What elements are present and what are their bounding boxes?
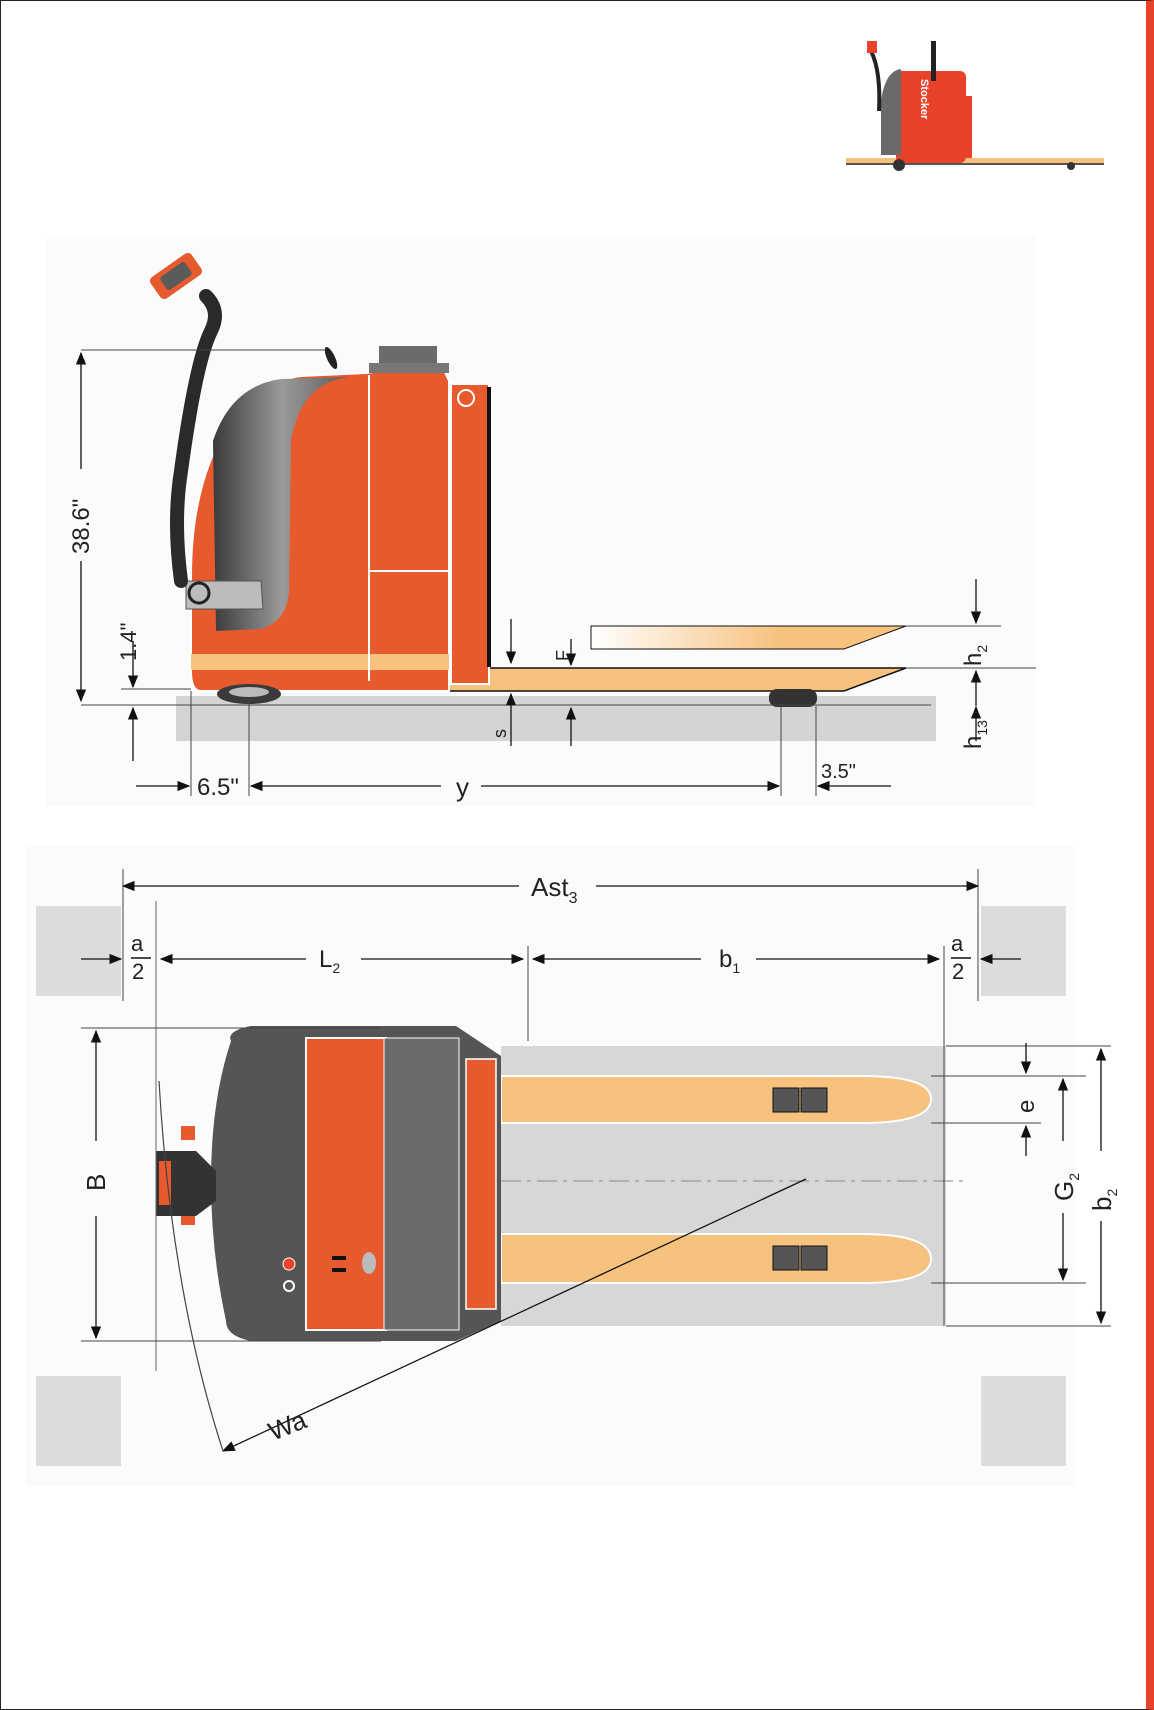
lift-height-sub: 2: [974, 645, 990, 653]
half-a-left-den: 2: [132, 959, 144, 984]
fork-spread-label: G: [1049, 1181, 1079, 1201]
lift-height-label: h: [960, 653, 987, 666]
fork-spread-sub: 2: [1066, 1173, 1082, 1181]
wheelbase-label: y: [456, 772, 469, 802]
svg-text:Ast3: Ast3: [531, 872, 578, 907]
chassis-stripe: [191, 654, 449, 670]
svg-text:L2: L2: [319, 946, 340, 976]
pallet-block: [981, 906, 1066, 996]
cover-panel: [213, 377, 351, 631]
fork-thickness-label: F: [553, 650, 573, 661]
svg-text:b1: b1: [719, 946, 740, 976]
svg-text:h13: h13: [960, 720, 990, 749]
thumbnail-brand: Stocker: [918, 79, 930, 120]
rear-dimension-label: 3.5": [821, 761, 856, 783]
clearance-label: s: [490, 729, 510, 738]
load-backrest: [450, 383, 490, 685]
half-a-left-num: a: [131, 931, 144, 956]
fork-gap-label: e: [1013, 1100, 1040, 1113]
fork-width-sub: 2: [1104, 1189, 1120, 1197]
lowered-height-sub: 13: [974, 720, 990, 736]
pallet-block: [36, 906, 121, 996]
half-a-right-den: 2: [952, 959, 964, 984]
battery-lid: [379, 346, 437, 364]
ground-clearance-label: 1.4": [116, 623, 141, 661]
pallet-block: [981, 1376, 1066, 1466]
half-a-right-num: a: [951, 931, 964, 956]
top-view: Ast3 a 2 L2 b1 a 2 B: [26, 846, 1120, 1486]
backrest-top: [465, 1058, 497, 1310]
load-roller: [769, 689, 817, 707]
aisle-label: Ast: [531, 872, 569, 902]
l2-label: L: [319, 946, 332, 973]
floor-strip: [176, 696, 936, 741]
fork-width-label: b: [1087, 1197, 1117, 1211]
fork-lowered: [448, 667, 907, 692]
pallet-block: [36, 1376, 121, 1466]
fork-raised: [590, 625, 907, 650]
lowered-height-label: h: [960, 736, 987, 749]
svg-text:h2: h2: [960, 645, 990, 666]
side-view: 38.6" 1.4" 6.5" y 3.5" F s h2: [46, 236, 1036, 806]
fork-left: [500, 1075, 933, 1124]
fork-right: [500, 1233, 933, 1284]
svg-text:G2: G2: [1049, 1173, 1082, 1201]
l2-sub: 2: [332, 960, 340, 976]
b1-sub: 1: [732, 960, 740, 976]
height-label: 38.6": [68, 499, 95, 554]
width-label: B: [81, 1174, 111, 1191]
b1-label: b: [719, 946, 732, 973]
tiller-arm: [170, 289, 222, 588]
aisle-sub: 3: [569, 890, 578, 907]
front-overhang-label: 6.5": [197, 774, 239, 801]
thumbnail-truck: Stocker: [846, 41, 1104, 171]
turning-arc: [158, 1080, 224, 1452]
battery-cover-top: [305, 1037, 387, 1331]
svg-text:b2: b2: [1087, 1189, 1120, 1211]
turning-radius-line: [221, 1178, 807, 1452]
